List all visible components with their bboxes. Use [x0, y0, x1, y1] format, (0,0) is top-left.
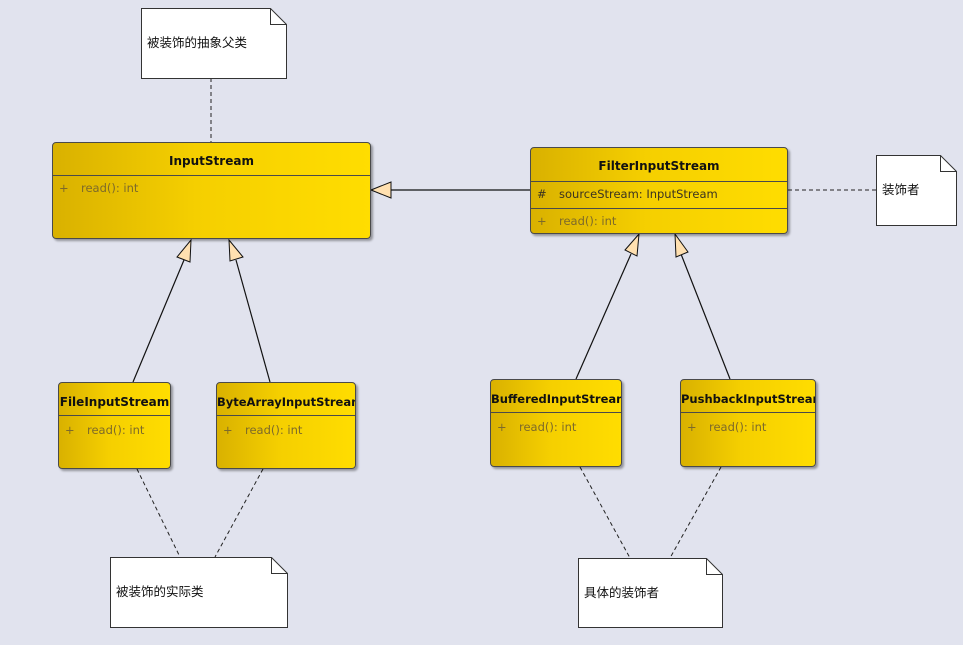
- class-method: + read(): int: [59, 416, 170, 442]
- note-text: 被装饰的抽象父类: [147, 35, 248, 50]
- class-name: FilterInputStream: [531, 148, 787, 182]
- class-method: + read(): int: [217, 416, 355, 442]
- class-name: PushbackInputStream: [681, 380, 815, 413]
- note-shape: [110, 557, 288, 628]
- visibility-marker: +: [497, 420, 507, 434]
- visibility-marker: +: [223, 423, 233, 437]
- method-signature: read(): int: [81, 181, 139, 195]
- generalization-arrowhead: [228, 238, 244, 262]
- class-method: + read(): int: [53, 176, 370, 202]
- note-anchor-file-input-stream: [136, 468, 181, 558]
- note-decorator[interactable]: 装饰者: [876, 155, 957, 226]
- visibility-marker: #: [537, 187, 547, 201]
- note-abstract-parent[interactable]: 被装饰的抽象父类: [141, 8, 287, 79]
- class-name: ByteArrayInputStream: [217, 383, 355, 416]
- class-method: + read(): int: [491, 413, 621, 439]
- note-text: 装饰者: [882, 182, 920, 197]
- generalization-pushback-to-filter: [680, 253, 731, 380]
- note-concrete-decorated[interactable]: 被装饰的实际类: [110, 557, 288, 628]
- class-file-input-stream[interactable]: FileInputStream + read(): int: [58, 382, 171, 469]
- visibility-marker: +: [65, 423, 75, 437]
- class-method: + read(): int: [681, 413, 815, 439]
- generalization-file-to-inputstream: [132, 259, 185, 383]
- class-pushback-input-stream[interactable]: PushbackInputStream + read(): int: [680, 379, 816, 467]
- class-name: FileInputStream: [59, 383, 170, 416]
- visibility-marker: +: [537, 214, 547, 228]
- attribute-signature: sourceStream: InputStream: [559, 187, 718, 201]
- method-signature: read(): int: [519, 420, 577, 434]
- method-signature: read(): int: [87, 423, 145, 437]
- note-shape: [141, 8, 287, 79]
- note-anchor-pushback-input-stream: [669, 466, 722, 559]
- class-name: BufferedInputStream: [491, 380, 621, 413]
- class-buffered-input-stream[interactable]: BufferedInputStream + read(): int: [490, 379, 622, 467]
- method-signature: read(): int: [709, 420, 767, 434]
- class-name: InputStream: [53, 143, 370, 176]
- class-byte-array-input-stream[interactable]: ByteArrayInputStream + read(): int: [216, 382, 356, 469]
- class-method: + read(): int: [531, 209, 787, 233]
- note-text: 具体的装饰者: [584, 585, 660, 600]
- generalization-arrowhead: [674, 232, 689, 258]
- method-signature: read(): int: [245, 423, 303, 437]
- visibility-marker: +: [687, 420, 697, 434]
- note-shape: [578, 558, 723, 628]
- generalization-arrowhead: [369, 181, 392, 199]
- class-filter-input-stream[interactable]: FilterInputStream # sourceStream: InputS…: [530, 147, 788, 234]
- note-text: 被装饰的实际类: [116, 584, 204, 599]
- generalization-bytearray-to-inputstream: [235, 259, 271, 383]
- note-shape: [876, 155, 957, 226]
- class-input-stream[interactable]: InputStream + read(): int: [52, 142, 371, 239]
- generalization-arrowhead: [624, 232, 640, 257]
- generalization-buffered-to-filter: [575, 253, 632, 380]
- note-anchor-byte-array-input-stream: [214, 468, 264, 558]
- note-anchor-buffered-input-stream: [579, 466, 631, 559]
- class-attribute: # sourceStream: InputStream: [531, 182, 787, 209]
- note-concrete-decorators[interactable]: 具体的装饰者: [578, 558, 723, 628]
- generalization-arrowhead: [176, 238, 192, 263]
- method-signature: read(): int: [559, 214, 617, 228]
- visibility-marker: +: [59, 181, 69, 195]
